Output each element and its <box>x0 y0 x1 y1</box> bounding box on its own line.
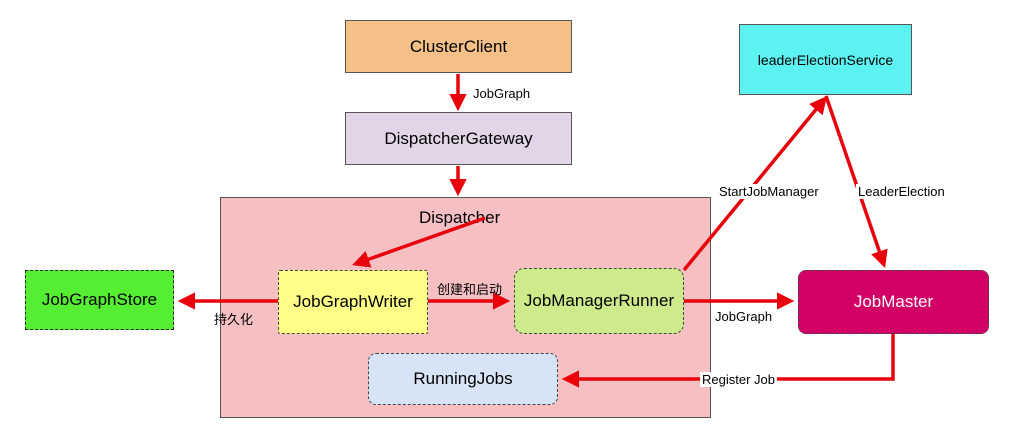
job-master-node: JobMaster <box>798 270 989 334</box>
dispatcher-label: Dispatcher <box>419 208 501 227</box>
label-leader-to-master: LeaderElection <box>856 184 947 199</box>
label-client-to-gateway: JobGraph <box>473 86 531 101</box>
label-runner-to-master: JobGraph <box>715 309 773 324</box>
cluster-client-node: ClusterClient <box>345 20 572 73</box>
label-master-to-running: Register Job <box>700 372 777 387</box>
running-jobs-node: RunningJobs <box>368 353 558 405</box>
label-writer-to-runner: 创建和启动 <box>437 282 503 297</box>
edge-leader-to-master <box>824 95 888 268</box>
job-graph-store-node: JobGraphStore <box>25 270 174 330</box>
label-runner-to-leader: StartJobManager <box>717 184 821 199</box>
edge-dispatcher-to-writer <box>352 216 486 268</box>
job-manager-runner-node: JobManagerRunner <box>514 268 684 334</box>
edge-master-to-running <box>561 334 895 388</box>
job-graph-writer-node: JobGraphWriter <box>278 270 428 334</box>
label-writer-to-store: 持久化 <box>214 312 254 327</box>
leader-election-service-node: leaderElectionService <box>739 24 912 95</box>
dispatcher-gateway-node: DispatcherGateway <box>345 112 572 165</box>
